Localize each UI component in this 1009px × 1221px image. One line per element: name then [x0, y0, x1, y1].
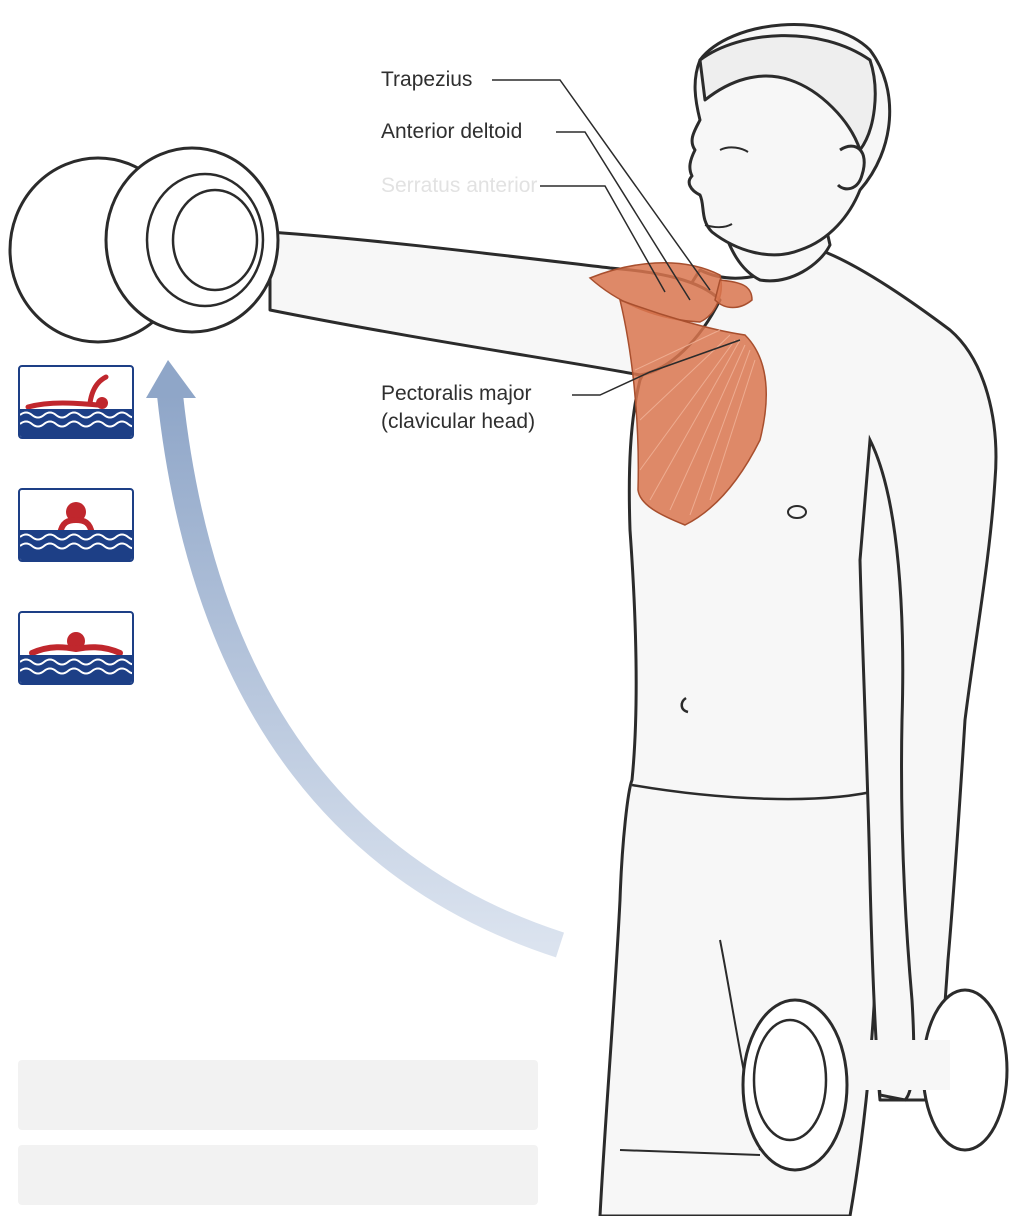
head: [689, 25, 890, 281]
label-faded: Serratus anterior: [381, 173, 537, 199]
butterfly-icon: [18, 611, 134, 685]
label-clavicular-head: (clavicular head): [381, 409, 535, 435]
label-pectoralis-major: Pectoralis major: [381, 381, 532, 407]
label-anterior-deltoid: Anterior deltoid: [381, 119, 522, 145]
raised-dumbbell: [10, 148, 278, 342]
freestyle-icon: [18, 365, 134, 439]
watermark: [18, 1060, 538, 1205]
motion-arrow: [146, 360, 560, 945]
label-trapezius: Trapezius: [381, 67, 472, 93]
breaststroke-icon: [18, 488, 134, 562]
